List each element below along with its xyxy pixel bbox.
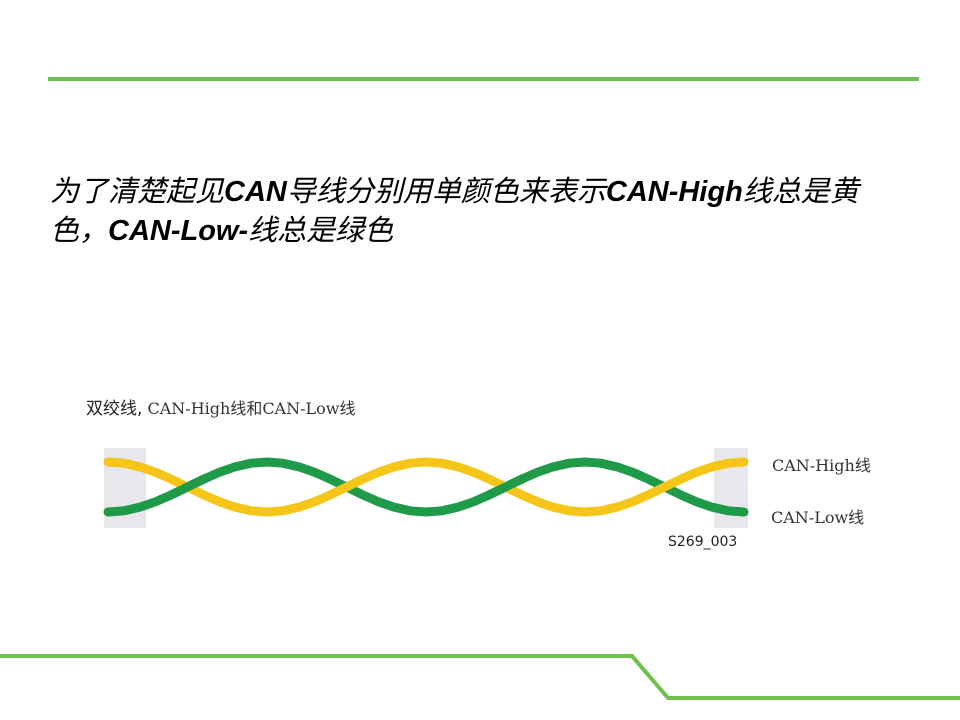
- can-low-wire-crossing: [165, 473, 210, 501]
- top-divider: [48, 77, 919, 81]
- headline-text-4: 线总是绿色: [248, 213, 394, 247]
- can-high-label: CAN-High线: [772, 456, 871, 475]
- diagram-title-suffix: CAN-High线和CAN-Low线: [142, 399, 356, 418]
- headline-can-low: CAN-Low-: [108, 215, 249, 247]
- diagram-title: 双绞线, CAN-High线和CAN-Low线: [86, 394, 355, 419]
- wire-group: [103, 457, 749, 517]
- can-low-wire: [103, 457, 749, 517]
- can-low-wire-crossing: [483, 473, 528, 501]
- can-low-label: CAN-Low线: [771, 508, 865, 527]
- headline-can-high: CAN-High: [605, 176, 743, 208]
- headline-can: CAN: [224, 176, 287, 208]
- headline-text-2: 导线分别用单颜色来表示: [286, 174, 606, 208]
- figure-code: S269_003: [668, 534, 738, 550]
- bottom-divider-line: [0, 654, 960, 700]
- headline-text-1: 为了清楚起见: [50, 174, 225, 208]
- twisted-pair-diagram: 双绞线, CAN-High线和CAN-Low线 CAN-High线 CAN-Lo…: [80, 390, 900, 560]
- diagram-title-prefix: 双绞线,: [86, 399, 143, 419]
- headline-text-3: 线总是黄色，: [50, 174, 859, 247]
- slide-headline: 为了清楚起见CAN导线分别用单颜色来表示CAN-High线总是黄色，CAN-Lo…: [50, 172, 910, 250]
- can-high-wire: [103, 457, 749, 517]
- twisted-pair-svg: [103, 448, 749, 528]
